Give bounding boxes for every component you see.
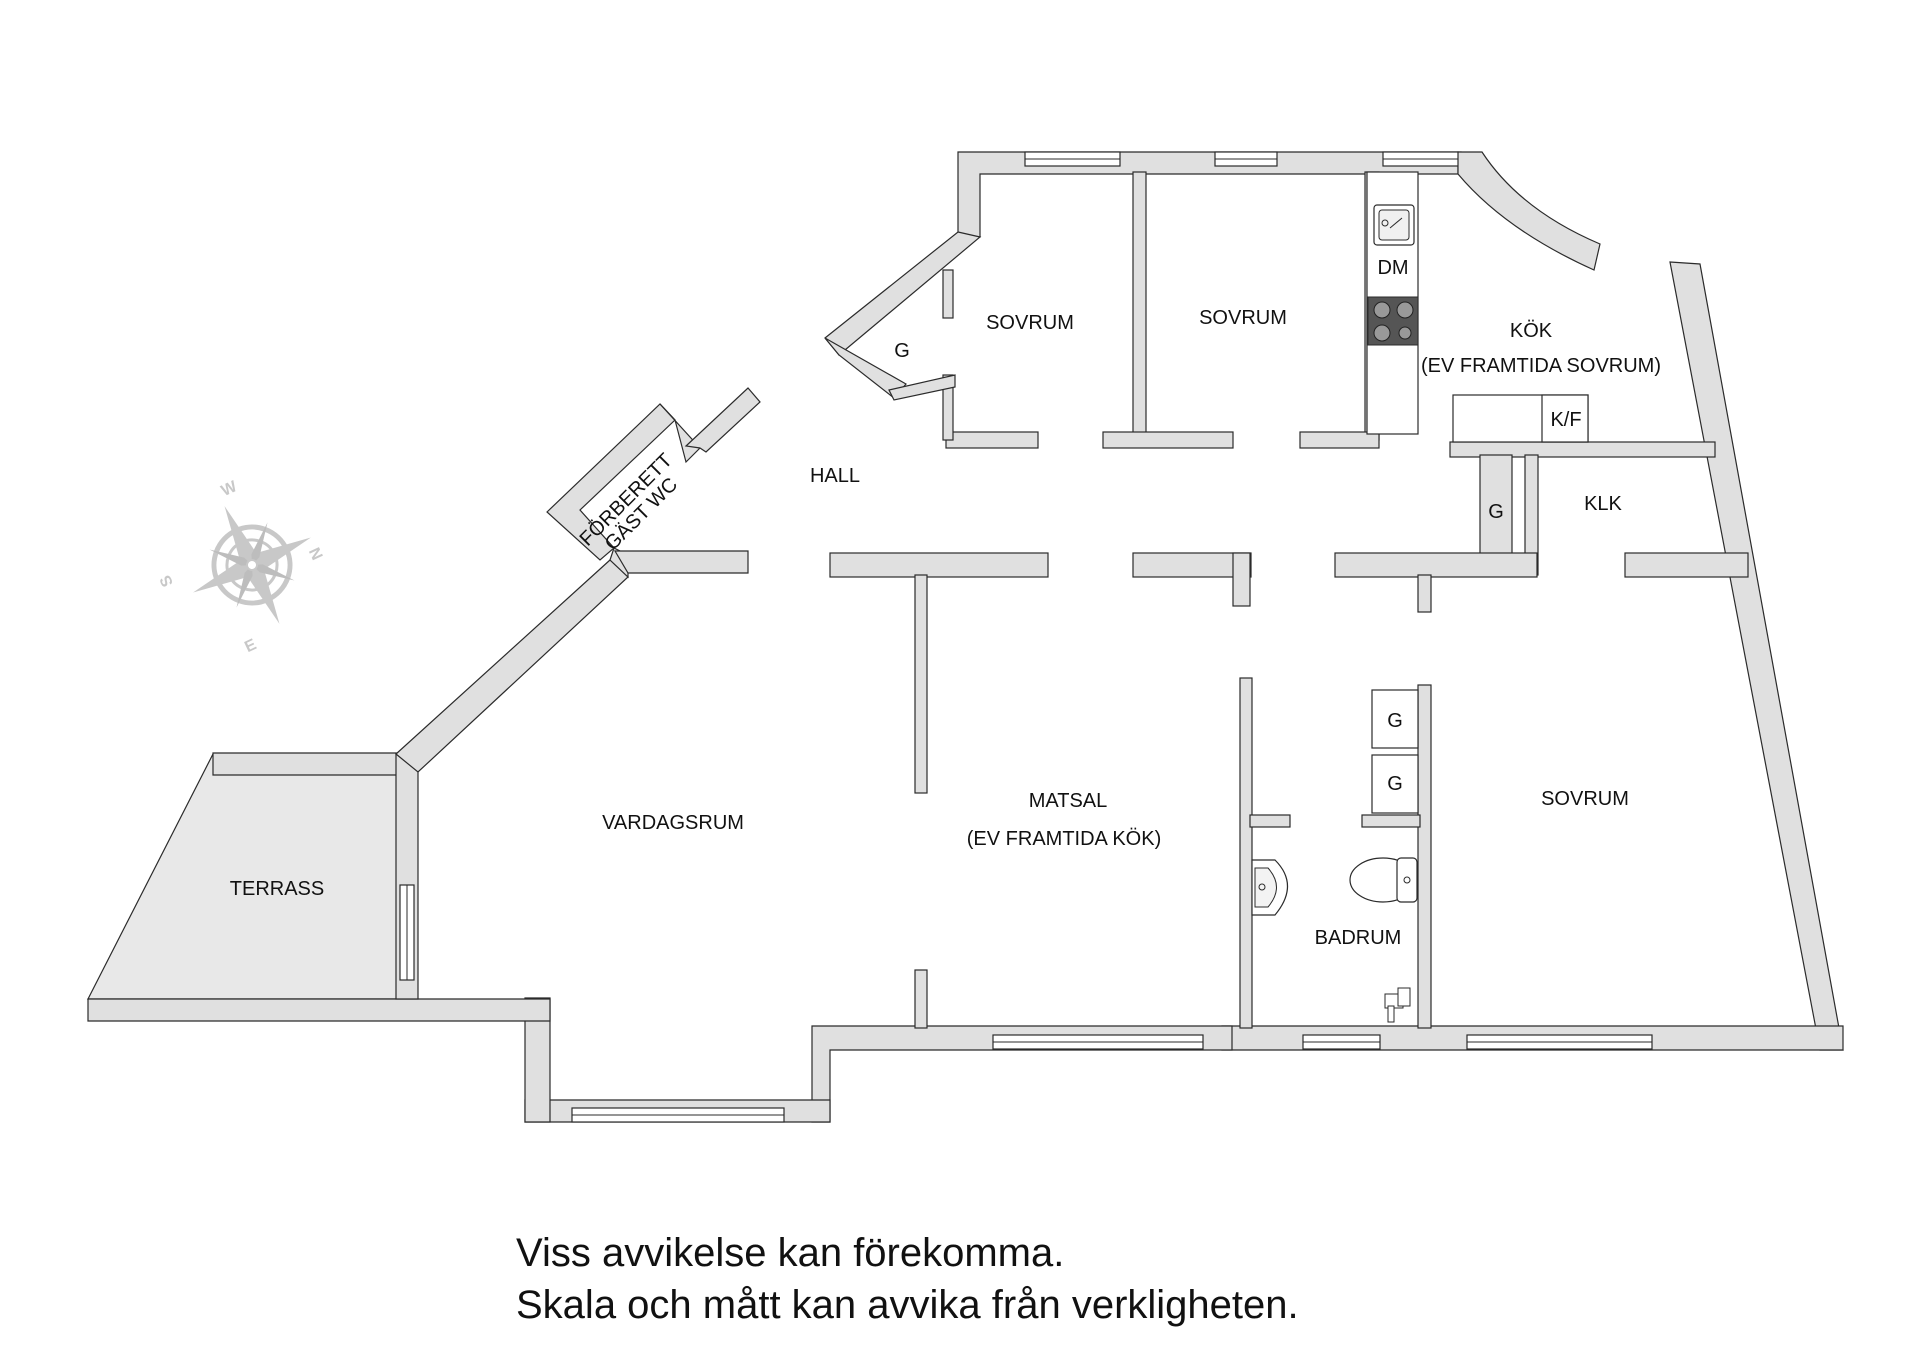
fixture-label-g-closet-bath-lower: G bbox=[1387, 773, 1403, 795]
room-label-matsal: MATSAL bbox=[1029, 790, 1108, 812]
kitchen-fixtures bbox=[1366, 171, 1589, 443]
toilet-icon bbox=[1349, 857, 1418, 903]
interior-walls bbox=[829, 171, 1749, 1029]
fixture-label-dm: DM bbox=[1377, 257, 1408, 279]
room-label-sovrum-top-middle: SOVRUM bbox=[1199, 307, 1287, 329]
windows bbox=[399, 151, 1653, 1123]
compass-letter-w: W bbox=[219, 478, 241, 500]
stove-icon bbox=[1367, 296, 1419, 346]
exterior-walls bbox=[87, 151, 1844, 1123]
fixture-label-g-closet-top: G bbox=[894, 340, 910, 362]
fridge-freezer bbox=[1541, 394, 1589, 443]
sink-icon bbox=[1373, 204, 1415, 246]
room-label-vardagsrum: VARDAGSRUM bbox=[602, 812, 744, 834]
compass-letter-e: E bbox=[242, 636, 259, 656]
fixture-label-kf: K/F bbox=[1550, 409, 1581, 431]
room-label-matsal-note: (EV FRAMTIDA KÖK) bbox=[967, 828, 1161, 850]
room-label-klk: KLK bbox=[1584, 493, 1622, 515]
disclaimer-line-2: Skala och mått kan avvika från verklighe… bbox=[516, 1283, 1299, 1327]
bathroom-fixtures bbox=[1251, 857, 1418, 1023]
room-label-sovrum-top-left: SOVRUM bbox=[986, 312, 1074, 334]
room-label-kok: KÖK bbox=[1510, 320, 1553, 342]
compass-letter-n: N bbox=[305, 545, 325, 563]
washbasin-icon bbox=[1251, 859, 1288, 916]
room-label-sovrum-right: SOVRUM bbox=[1541, 788, 1629, 810]
shower-icon bbox=[1384, 987, 1411, 1023]
fixture-label-g-closet-bath-upper: G bbox=[1387, 710, 1403, 732]
room-label-terrass: TERRASS bbox=[230, 878, 324, 900]
terrace bbox=[87, 752, 414, 1000]
room-label-badrum: BADRUM bbox=[1315, 927, 1402, 949]
room-label-kok-note: (EV FRAMTIDA SOVRUM) bbox=[1421, 355, 1661, 377]
compass-letter-s: S bbox=[157, 572, 177, 589]
kitchen-curved-wall bbox=[1457, 151, 1601, 271]
fixture-label-g-closet-hall: G bbox=[1488, 501, 1504, 523]
disclaimer-line-1: Viss avvikelse kan förekomma. bbox=[516, 1231, 1065, 1275]
compass-rose-icon bbox=[193, 506, 311, 624]
room-label-hall: HALL bbox=[810, 465, 860, 487]
